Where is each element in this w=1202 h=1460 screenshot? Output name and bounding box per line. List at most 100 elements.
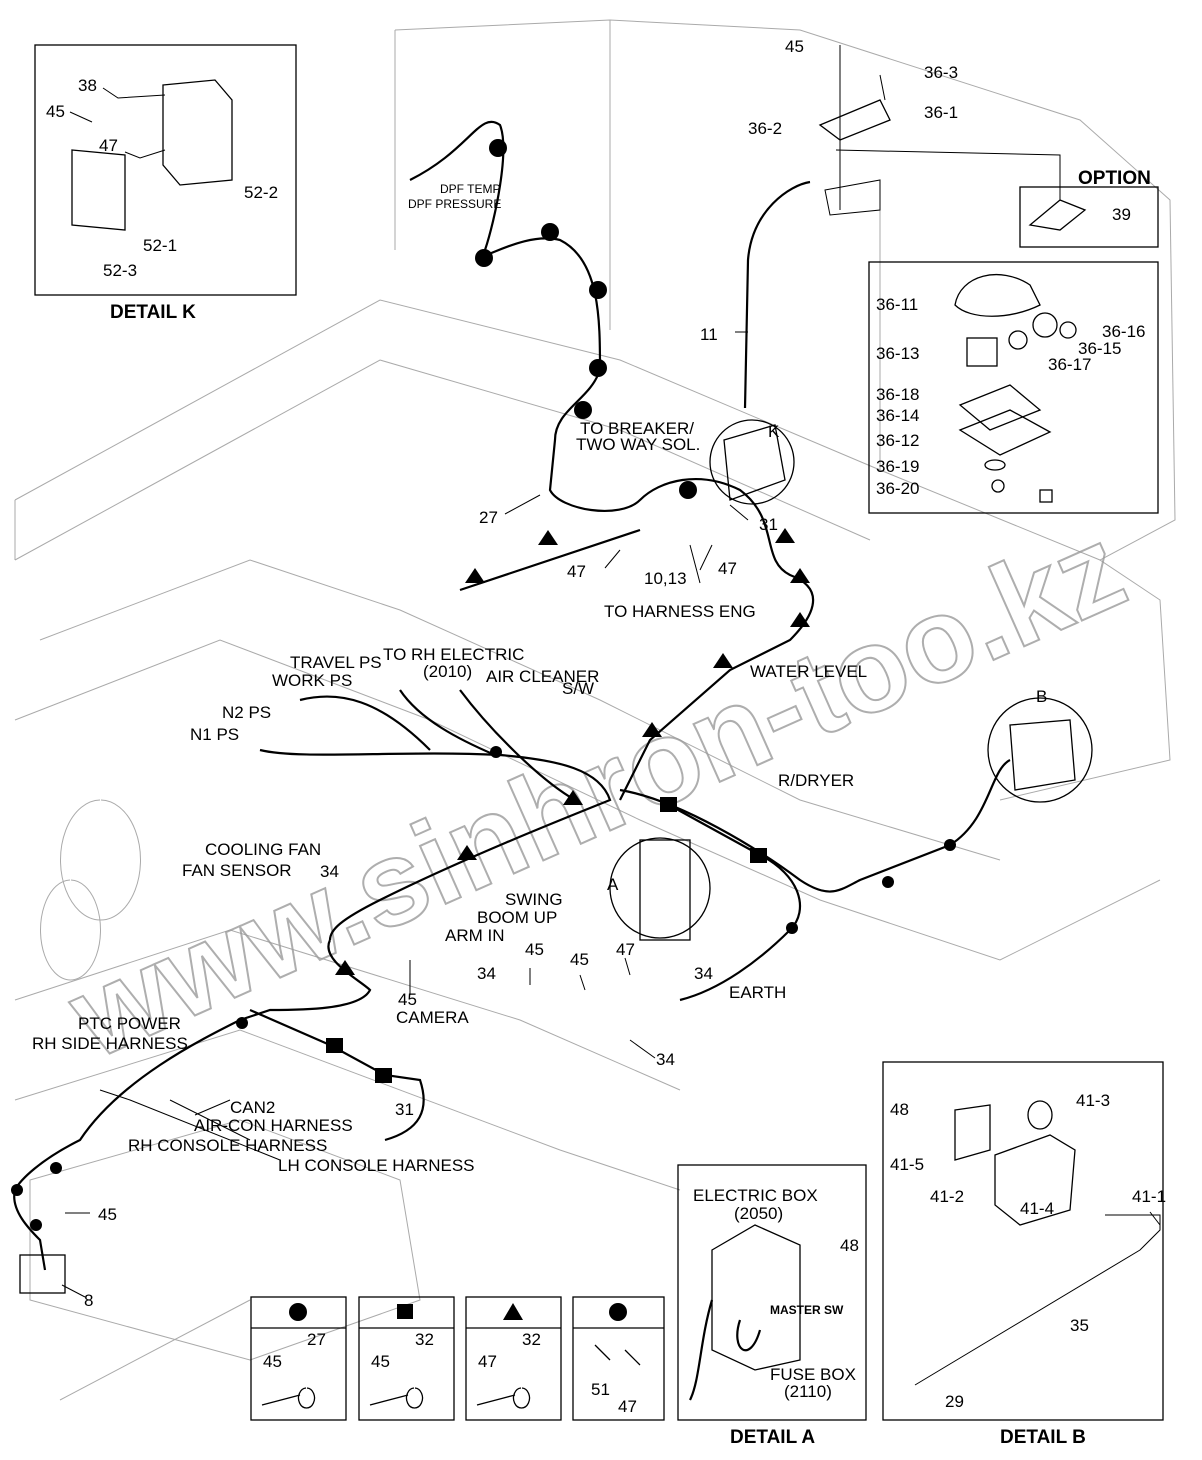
part-47: 47 <box>99 136 118 155</box>
legend-clip-circle: 45 27 <box>250 1296 347 1421</box>
label-master-sw: MASTER SW <box>770 1303 844 1317</box>
lamp-kit-parts <box>954 273 1077 503</box>
label-work-ps: WORK PS <box>272 671 352 690</box>
part-32: 32 <box>522 1330 541 1349</box>
part-41-5: 41-5 <box>890 1155 924 1174</box>
part-34: 34 <box>477 964 496 983</box>
electric-box <box>711 1224 801 1371</box>
part-36-15: 36-15 <box>1078 339 1121 358</box>
label-to-breaker: TO BREAKER/ <box>580 419 694 438</box>
label-ptc-power: PTC POWER <box>78 1014 181 1033</box>
leader-lines <box>61 331 749 1298</box>
label-dpf-pressure: DPF PRESSURE <box>408 197 501 211</box>
label-arm-in: ARM IN <box>445 926 505 945</box>
part-45: 45 <box>263 1352 282 1371</box>
label-n1-ps: N1 PS <box>190 725 239 744</box>
label-n2-ps: N2 PS <box>222 703 271 722</box>
label-two-way-sol: TWO WAY SOL. <box>576 435 700 454</box>
triangle-symbol <box>503 1303 523 1320</box>
part-34: 34 <box>320 862 339 881</box>
part-48: 48 <box>890 1100 909 1119</box>
option-frame <box>1019 186 1159 248</box>
detail-a-wire <box>689 1299 762 1401</box>
part-41-4: 41-4 <box>1020 1199 1054 1218</box>
label-to-harness-eng: TO HARNESS ENG <box>604 602 756 621</box>
label-rh-side-harness: RH SIDE HARNESS <box>32 1034 188 1053</box>
part-47: 47 <box>718 559 737 578</box>
circle-symbol <box>609 1303 627 1321</box>
part-48: 48 <box>840 1236 859 1255</box>
part-36-11: 36-11 <box>876 295 918 314</box>
label-r-dryer: R/DRYER <box>778 771 854 790</box>
detail-a-title: DETAIL A <box>730 1427 815 1448</box>
label-lh-console-harness: LH CONSOLE HARNESS <box>278 1156 475 1175</box>
circle-symbol <box>289 1303 307 1321</box>
part-51: 51 <box>591 1380 610 1399</box>
part-47: 47 <box>567 562 586 581</box>
part-45: 45 <box>570 950 589 969</box>
part-27: 27 <box>479 508 498 527</box>
watermark: www.sinhron-too.kz <box>50 499 1143 1084</box>
label-swing: SWING <box>505 890 563 909</box>
part-41-2: 41-2 <box>930 1187 964 1206</box>
label-air-con-harness: AIR-CON HARNESS <box>194 1116 353 1135</box>
label-fuse-box-no: (2110) <box>784 1382 832 1401</box>
legend-clip-square: 45 32 <box>358 1296 455 1421</box>
detail-k-parts <box>69 79 233 231</box>
part-35: 35 <box>1070 1316 1089 1335</box>
label-electric-box: ELECTRIC BOX <box>693 1186 818 1205</box>
part-38: 38 <box>78 76 97 95</box>
components <box>19 45 1093 1294</box>
callout-k: K <box>768 422 780 441</box>
label-rh-electric-no: (2010) <box>423 662 472 681</box>
part-52-2: 52-2 <box>244 183 278 202</box>
square-symbol <box>397 1304 413 1319</box>
part-36-12: 36-12 <box>876 431 919 450</box>
part-36-1: 36-1 <box>924 103 958 122</box>
harness-labels: DPF TEMP DPF PRESSURE TO BREAKER/ TWO WA… <box>32 182 1047 1310</box>
part-41-3: 41-3 <box>1076 1091 1110 1110</box>
part-45: 45 <box>46 102 65 121</box>
part-45-top: 45 <box>785 37 804 56</box>
label-rh-console-harness: RH CONSOLE HARNESS <box>128 1136 327 1155</box>
detail-k-frame <box>34 44 297 296</box>
part-47: 47 <box>478 1352 497 1371</box>
part-8: 8 <box>84 1291 93 1310</box>
part-36-13: 36-13 <box>876 344 919 363</box>
label-fuse-box: FUSE BOX <box>770 1365 856 1384</box>
part-10-13: 10,13 <box>644 569 687 588</box>
legend-clip-circle-2: 51 47 <box>572 1296 665 1421</box>
label-earth: EARTH <box>729 983 786 1002</box>
label-air-cleaner: AIR CLEANER <box>486 667 599 686</box>
part-45: 45 <box>98 1205 117 1224</box>
detail-b-title: DETAIL B <box>1000 1427 1086 1448</box>
label-sw: S/W <box>562 679 594 698</box>
label-can2: CAN2 <box>230 1098 275 1117</box>
part-36-20: 36-20 <box>876 479 919 498</box>
part-36-3: 36-3 <box>924 63 958 82</box>
callout-a: A <box>607 875 619 894</box>
legend-clip-triangle: 47 32 <box>465 1296 562 1421</box>
label-water-level: WATER LEVEL <box>750 662 867 681</box>
label-travel-ps: TRAVEL PS <box>290 653 382 672</box>
label-boom-up: BOOM UP <box>477 908 557 927</box>
part-36-2: 36-2 <box>748 119 782 138</box>
part-45: 45 <box>371 1352 390 1371</box>
label-cooling-fan: COOLING FAN <box>205 840 321 859</box>
part-47: 47 <box>616 940 635 959</box>
detail-k-title: DETAIL K <box>110 302 196 323</box>
part-36-14: 36-14 <box>876 406 919 425</box>
label-fan-sensor: FAN SENSOR <box>182 861 292 880</box>
part-41-1: 41-1 <box>1132 1187 1166 1206</box>
part-34: 34 <box>656 1050 675 1069</box>
part-27: 27 <box>307 1330 326 1349</box>
detail-a-frame <box>677 1164 867 1421</box>
part-45: 45 <box>525 940 544 959</box>
part-32: 32 <box>415 1330 434 1349</box>
part-31: 31 <box>759 515 778 534</box>
part-36-16: 36-16 <box>1102 322 1145 341</box>
part-39: 39 <box>1112 205 1131 224</box>
part-36-19: 36-19 <box>876 457 919 476</box>
